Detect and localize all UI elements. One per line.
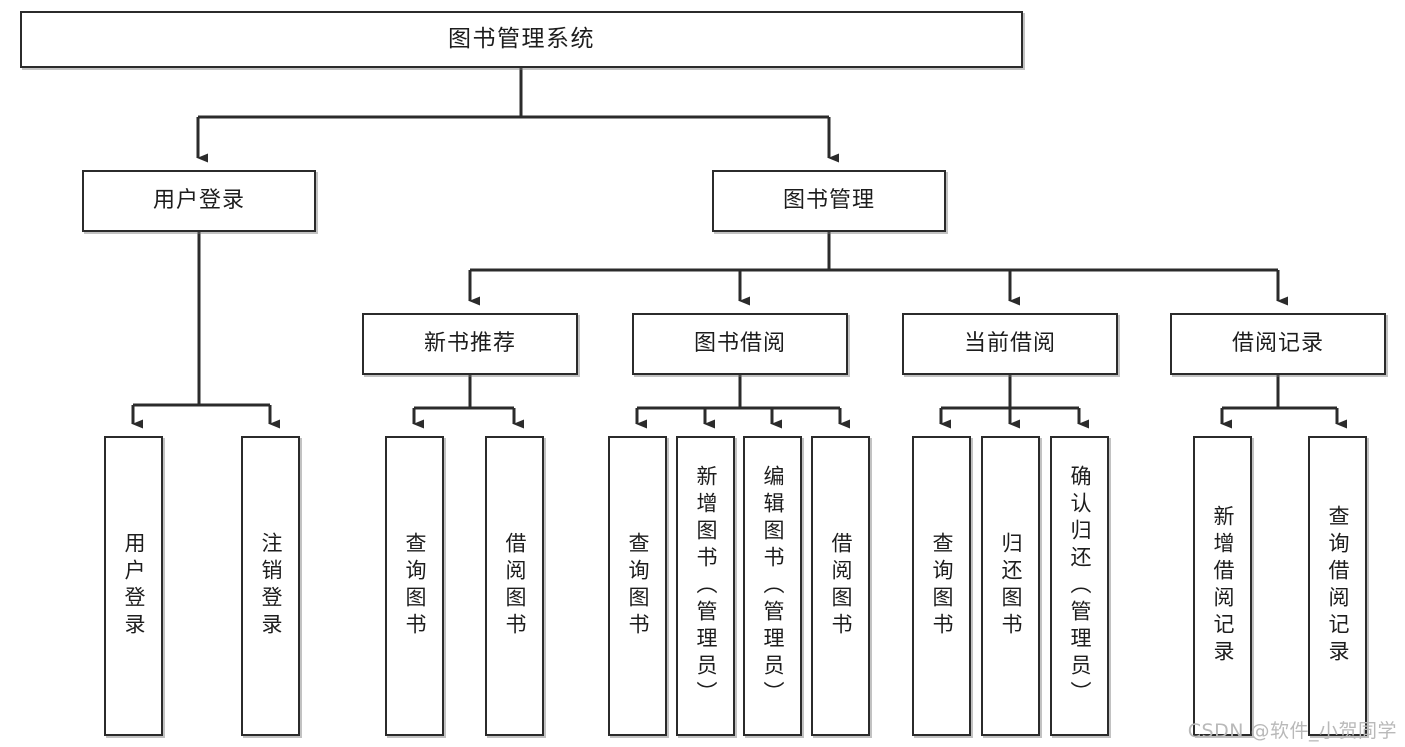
node-label: 编辑图书（管理员） [761,464,785,708]
node-root-system[interactable]: 图书管理系统 [20,11,1023,68]
node-user-login[interactable]: 用户登录 [82,170,316,232]
node-leaf-borrow-book-recommend[interactable]: 借阅图书 [485,436,544,736]
node-leaf-add-book-admin[interactable]: 新增图书（管理员） [676,436,735,736]
node-label: 图书管理 [782,188,875,214]
node-new-book-recommend[interactable]: 新书推荐 [362,313,578,375]
node-leaf-edit-book-admin[interactable]: 编辑图书（管理员） [743,436,802,736]
node-leaf-return-book[interactable]: 归还图书 [981,436,1040,736]
node-label: 归还图书 [999,532,1023,640]
node-book-borrow[interactable]: 图书借阅 [632,313,848,375]
node-label: 借阅图书 [503,532,527,640]
node-leaf-query-book-borrow[interactable]: 查询图书 [608,436,667,736]
node-borrow-record[interactable]: 借阅记录 [1170,313,1386,375]
node-current-borrow[interactable]: 当前借阅 [902,313,1118,375]
node-leaf-logout[interactable]: 注销登录 [241,436,300,736]
node-label: 用户登录 [122,532,146,640]
node-label: 查询图书 [626,532,650,640]
node-label: 查询图书 [403,532,427,640]
node-leaf-user-login[interactable]: 用户登录 [104,436,163,736]
watermark-text: CSDN @软件_小贺同学 [1187,720,1397,742]
node-label: 借阅记录 [1231,331,1324,357]
node-label: 新书推荐 [423,331,516,357]
node-label: 新增借阅记录 [1211,505,1235,667]
node-leaf-query-borrow-record[interactable]: 查询借阅记录 [1308,436,1367,736]
node-leaf-query-book-recommend[interactable]: 查询图书 [385,436,444,736]
node-label: 当前借阅 [963,331,1056,357]
node-label: 查询图书 [930,532,954,640]
node-label: 图书管理系统 [448,25,595,52]
node-label: 确认归还（管理员） [1068,464,1092,708]
node-label: 查询借阅记录 [1326,505,1350,667]
node-leaf-borrow-book[interactable]: 借阅图书 [811,436,870,736]
node-book-management[interactable]: 图书管理 [712,170,946,232]
node-leaf-confirm-return-admin[interactable]: 确认归还（管理员） [1050,436,1109,736]
node-label: 注销登录 [259,532,283,640]
node-label: 用户登录 [152,188,245,214]
node-label: 新增图书（管理员） [694,464,718,708]
node-label: 图书借阅 [693,331,786,357]
node-label: 借阅图书 [829,532,853,640]
node-leaf-add-borrow-record[interactable]: 新增借阅记录 [1193,436,1252,736]
node-leaf-query-book-current[interactable]: 查询图书 [912,436,971,736]
